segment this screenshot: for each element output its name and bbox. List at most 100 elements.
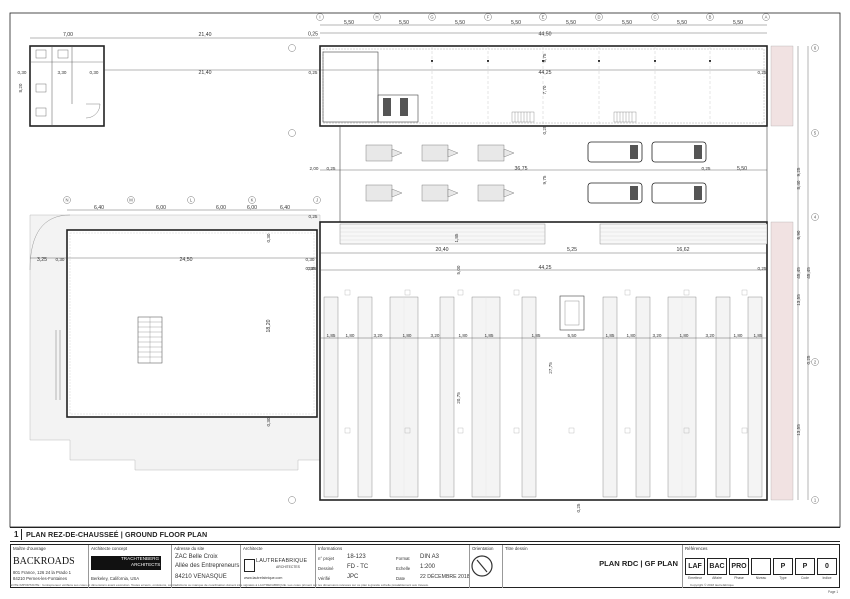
svg-text:3,20: 3,20 (374, 333, 383, 338)
disclaimer-note: NOTE IMPORTANTE : l'entrepreneur vérifie… (10, 583, 429, 587)
svg-text:5: 5 (814, 131, 817, 136)
svg-text:5,50: 5,50 (677, 20, 687, 26)
code-indice: 0 (817, 558, 837, 575)
svg-text:4: 4 (814, 215, 817, 220)
svg-text:18,20: 18,20 (266, 319, 272, 332)
left-dimension-texts: 6,40 6,00 6,00 6,00 6,40 3,25 0,30 24,50… (37, 205, 318, 426)
vehicle-yard: 2,00 0,25 36,75 0,25 5,50 9,75 (310, 126, 768, 222)
svg-text:6,00: 6,00 (156, 205, 166, 211)
svg-text:1,85: 1,85 (606, 333, 615, 338)
svg-text:5,25: 5,25 (567, 247, 577, 253)
references-cell: Références LAF BAC PRO P P 0 Emetteur Af… (683, 545, 840, 588)
svg-text:5,50: 5,50 (737, 166, 747, 172)
orientation-cell: Orientation (470, 545, 503, 588)
svg-text:0,25: 0,25 (308, 32, 318, 38)
svg-text:21,40: 21,40 (199, 70, 212, 76)
svg-text:0,30: 0,30 (56, 257, 65, 262)
north-arrow-icon (471, 555, 493, 577)
svg-text:3,20: 3,20 (431, 333, 440, 338)
svg-text:5,50: 5,50 (511, 20, 521, 26)
svg-text:0,25: 0,25 (806, 355, 811, 364)
svg-text:M: M (129, 198, 133, 203)
svg-text:1,85: 1,85 (327, 333, 336, 338)
svg-text:0,25: 0,25 (309, 70, 318, 75)
svg-text:3,20: 3,20 (706, 333, 715, 338)
svg-text:45,45: 45,45 (796, 267, 801, 279)
svg-text:9,75: 9,75 (542, 53, 547, 62)
svg-text:1,80: 1,80 (734, 333, 743, 338)
svg-text:1,80: 1,80 (346, 333, 355, 338)
svg-text:6,00: 6,00 (247, 205, 257, 211)
svg-text:1,85: 1,85 (532, 333, 541, 338)
svg-text:1,80: 1,80 (680, 333, 689, 338)
svg-text:9,25: 9,25 (796, 167, 801, 176)
svg-text:0,30: 0,30 (266, 233, 271, 242)
svg-text:45,45: 45,45 (806, 267, 811, 279)
code-phase: PRO (729, 558, 749, 575)
grid-label-top: F (487, 15, 490, 20)
svg-text:J: J (316, 198, 318, 203)
architect-cell: Architecte LAUTREFABRIQUE ARCHITECTES ww… (241, 545, 316, 588)
svg-text:0,25: 0,25 (758, 266, 767, 271)
owner-name: BACKROADS (13, 556, 75, 567)
racking-rows (323, 296, 763, 498)
svg-text:7,00: 7,00 (63, 32, 73, 38)
svg-text:1,85: 1,85 (754, 333, 763, 338)
svg-text:0,30: 0,30 (266, 417, 271, 426)
svg-text:0,30: 0,30 (90, 70, 99, 75)
svg-text:20,75: 20,75 (456, 392, 461, 404)
svg-text:5,50: 5,50 (344, 20, 354, 26)
hatched-strip-bottom (770, 221, 794, 501)
trachtenberg-logo (91, 556, 161, 570)
svg-text:8,20: 8,20 (18, 83, 23, 92)
svg-text:9,75: 9,75 (542, 175, 547, 184)
svg-text:1,85: 1,85 (485, 333, 494, 338)
top-dimension-chain (30, 24, 767, 39)
svg-text:5,50: 5,50 (566, 20, 576, 26)
svg-text:5,50: 5,50 (455, 20, 465, 26)
svg-text:0,25: 0,25 (758, 70, 767, 75)
concept-architect-cell: Architecte concept TRACHTENBERG ARCHITEC… (89, 545, 172, 588)
svg-text:0,25: 0,25 (542, 125, 547, 134)
svg-text:44,25: 44,25 (539, 265, 552, 271)
svg-text:6,90: 6,90 (796, 230, 801, 239)
top-grid-bubbles: I H G F E D C B A (316, 13, 770, 21)
svg-text:21,40: 21,40 (199, 32, 212, 38)
information-cell: Informations n° projet Dessiné Vérifié 1… (316, 545, 470, 588)
svg-text:0,25: 0,25 (576, 503, 581, 512)
svg-text:0,25: 0,25 (327, 166, 336, 171)
svg-text:3,25: 3,25 (37, 257, 47, 263)
left-dimension-chain (30, 209, 317, 259)
svg-text:1,85: 1,85 (454, 233, 459, 242)
svg-text:6,40: 6,40 (280, 205, 290, 211)
drawing-title-cell: Titre dessin PLAN RDC | GF PLAN (503, 545, 683, 588)
grid-label-top: I (319, 15, 320, 20)
svg-text:24,50: 24,50 (180, 257, 193, 263)
svg-text:44,25: 44,25 (539, 70, 552, 76)
code-code: P (795, 558, 815, 575)
top-dimension-texts: 5,50 5,50 5,50 5,50 5,50 5,50 5,50 5,50 … (63, 20, 743, 38)
lautrefabrique-logo-icon (244, 559, 255, 572)
grid-label-top: H (375, 15, 378, 20)
svg-text:5,00: 5,00 (456, 265, 461, 274)
right-dimension-chain (797, 46, 809, 500)
title-block: Maître d'ouvrage BACKROADS 801 France, 1… (10, 544, 840, 588)
svg-text:5,50: 5,50 (399, 20, 409, 26)
grid-label-top: A (765, 15, 768, 20)
svg-text:13,55: 13,55 (796, 294, 801, 306)
svg-text:6: 6 (814, 46, 817, 51)
svg-text:6,40: 6,40 (94, 205, 104, 211)
svg-text:13,55: 13,55 (796, 424, 801, 436)
svg-text:0,30: 0,30 (306, 266, 315, 271)
code-niveau (751, 558, 771, 575)
bay-dimensions: 1,85 1,80 3,20 1,80 3,20 1,80 1,85 1,85 … (327, 333, 763, 338)
svg-text:5,50: 5,50 (568, 333, 577, 338)
svg-text:20,40: 20,40 (436, 247, 449, 253)
left-building (29, 214, 321, 471)
svg-text:16,62: 16,62 (677, 247, 690, 253)
svg-text:3,20: 3,20 (653, 333, 662, 338)
svg-text:0,25: 0,25 (309, 214, 318, 219)
drawing-title: PLAN RDC | GF PLAN (599, 559, 678, 568)
svg-text:0,30: 0,30 (18, 70, 27, 75)
